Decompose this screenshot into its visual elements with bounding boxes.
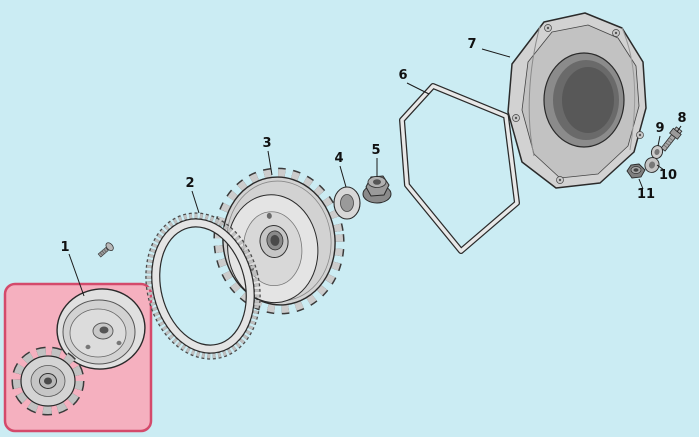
callout-6[interactable]: 6 xyxy=(398,68,407,83)
leader-lines xyxy=(68,48,682,297)
part-4-washer[interactable] xyxy=(333,186,361,220)
callout-11[interactable]: 11 xyxy=(637,187,655,202)
callout-2[interactable]: 2 xyxy=(185,176,194,191)
part-7-fan-housing[interactable] xyxy=(507,12,647,189)
part-9-lock-washer[interactable] xyxy=(650,144,664,160)
callout-9[interactable]: 9 xyxy=(655,121,664,136)
part-5-flange-nut[interactable] xyxy=(362,175,392,204)
callout-7[interactable]: 7 xyxy=(467,37,476,52)
callout-labels: 1 2 3 4 5 6 7 8 9 10 11 xyxy=(60,37,686,255)
callout-4[interactable]: 4 xyxy=(334,151,343,166)
callout-5[interactable]: 5 xyxy=(371,143,380,158)
housing-screw-bosses xyxy=(512,24,644,184)
part-1-clutch-drum-assembly[interactable] xyxy=(11,283,150,416)
part-10-flat-washer[interactable] xyxy=(643,156,661,175)
part-6-gasket[interactable] xyxy=(399,83,520,254)
part-11-nut[interactable] xyxy=(626,163,646,179)
callout-10[interactable]: 10 xyxy=(659,168,677,183)
small-screw[interactable] xyxy=(97,241,115,259)
callout-1[interactable]: 1 xyxy=(60,240,69,255)
callout-8[interactable]: 8 xyxy=(677,111,686,126)
callout-3[interactable]: 3 xyxy=(262,136,271,151)
drum xyxy=(56,288,146,370)
part-2-ring-gear[interactable] xyxy=(134,204,271,367)
lobed-starter-wheel xyxy=(11,346,85,416)
